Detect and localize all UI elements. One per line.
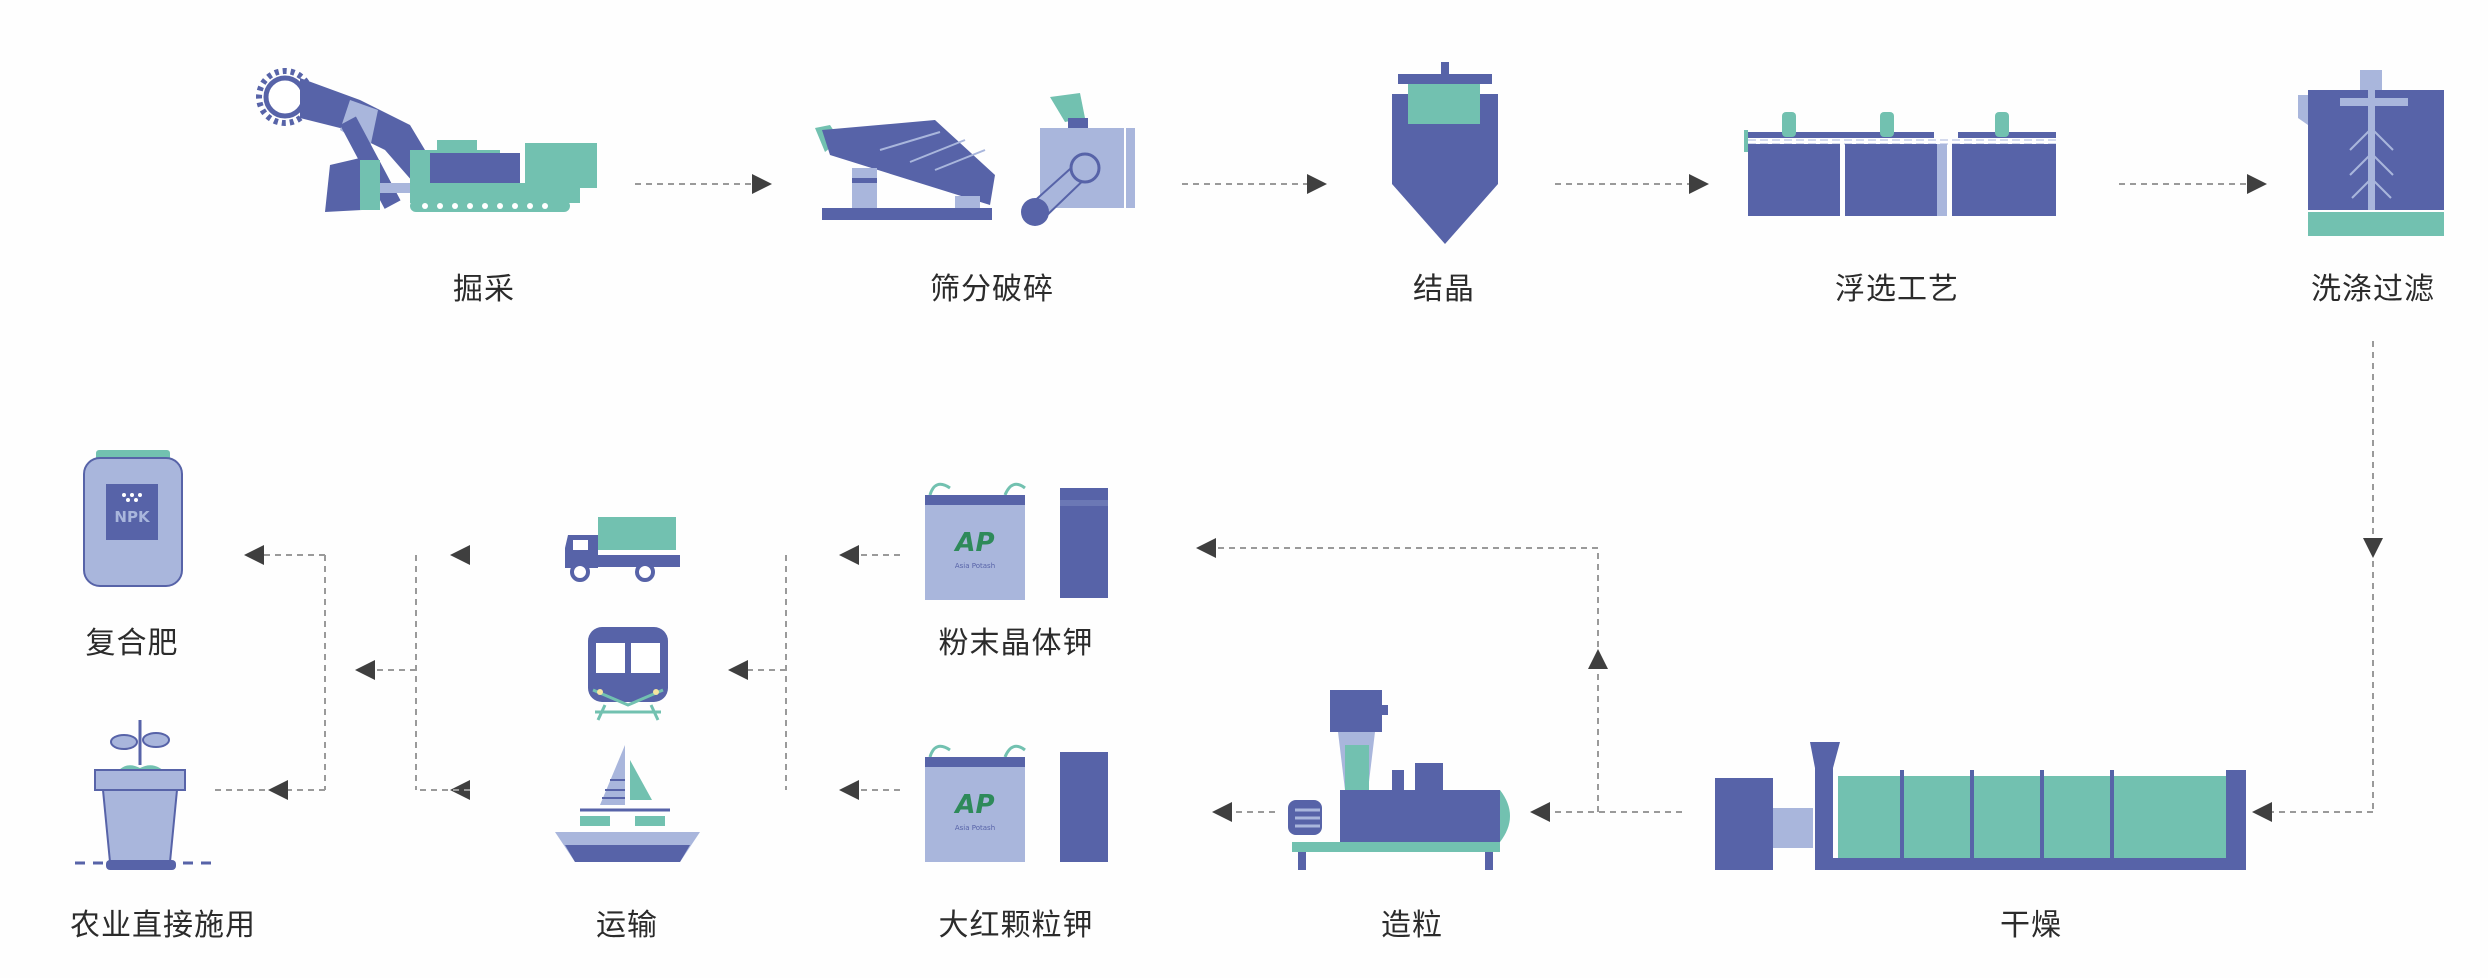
arrow-up-icon bbox=[1588, 649, 1608, 669]
step-label-transport: 运输 bbox=[596, 908, 658, 943]
arrow-left-icon bbox=[728, 660, 748, 680]
bulk-bag-icon-powder bbox=[925, 482, 1108, 600]
arrow-left-icon bbox=[244, 545, 264, 565]
bag-logo-granular: AP bbox=[955, 790, 995, 820]
step-label-screening: 筛分破碎 bbox=[930, 272, 1054, 307]
truck-icon bbox=[565, 517, 680, 582]
washing-filter-tank-icon bbox=[2298, 70, 2444, 236]
step-label-crystallization: 结晶 bbox=[1413, 272, 1475, 307]
arrow-left-icon bbox=[1530, 802, 1550, 822]
bag-brand-powder: Asia Potash bbox=[954, 562, 996, 570]
step-label-powder-potash: 粉末晶体钾 bbox=[938, 626, 1094, 661]
bulk-bag-icon-granular bbox=[925, 744, 1108, 862]
train-icon bbox=[588, 627, 668, 721]
arrow-left-icon bbox=[1212, 802, 1232, 822]
arrow-left-icon bbox=[1196, 538, 1216, 558]
arrow-left-icon bbox=[268, 780, 288, 800]
tunnel-boring-machine-icon bbox=[256, 68, 597, 212]
crystallizer-tank-icon bbox=[1392, 62, 1498, 244]
step-label-drying: 干燥 bbox=[2000, 908, 2062, 943]
step-label-granular-potash: 大红颗粒钾 bbox=[938, 908, 1094, 943]
arrow-right-icon bbox=[752, 174, 772, 194]
arrow-down-icon bbox=[2363, 538, 2383, 558]
potted-plant-icon bbox=[75, 720, 215, 870]
arrow-right-icon bbox=[2247, 174, 2267, 194]
arrow-left-icon bbox=[839, 780, 859, 800]
granulator-machine-icon bbox=[1288, 690, 1510, 870]
ship-icon bbox=[555, 745, 700, 862]
vibrating-screen-crusher-icon bbox=[815, 93, 1135, 226]
arrow-left-icon bbox=[839, 545, 859, 565]
arrow-left-icon bbox=[450, 545, 470, 565]
step-label-direct-application: 农业直接施用 bbox=[70, 908, 256, 943]
step-label-mining: 掘采 bbox=[453, 272, 515, 307]
npk-bag-text: NPK bbox=[114, 508, 150, 526]
bag-brand-granular: Asia Potash bbox=[954, 824, 996, 832]
arrow-right-icon bbox=[1307, 174, 1327, 194]
rotary-dryer-icon bbox=[1715, 742, 2246, 870]
step-label-compound-fertilizer: 复合肥 bbox=[85, 626, 179, 661]
bag-logo-powder: AP bbox=[955, 528, 995, 558]
arrow-left-icon bbox=[355, 660, 375, 680]
arrow-left-icon bbox=[450, 780, 470, 800]
npk-fertilizer-bag-icon bbox=[83, 450, 183, 587]
arrow-left-icon bbox=[2252, 802, 2272, 822]
flotation-cells-icon bbox=[1744, 112, 2057, 216]
step-label-washing: 洗涤过滤 bbox=[2311, 272, 2435, 307]
step-label-granulation: 造粒 bbox=[1381, 908, 1443, 943]
step-label-flotation: 浮选工艺 bbox=[1835, 272, 1959, 307]
arrow-right-icon bbox=[1689, 174, 1709, 194]
